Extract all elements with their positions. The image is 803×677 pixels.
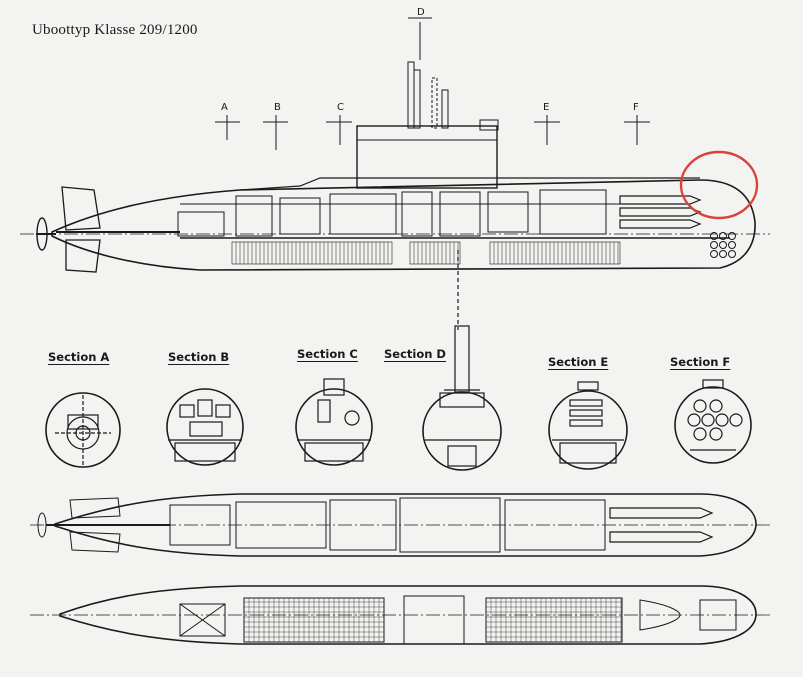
cut-marker-f: F [633, 102, 639, 113]
section-a-label: Section A [48, 350, 110, 364]
section-c-label: Section C [297, 347, 358, 361]
cut-marker-b: B [274, 102, 281, 113]
section-e-drawing [548, 381, 628, 470]
cut-marker-d: D [417, 7, 425, 18]
section-b-label: Section B [168, 350, 230, 364]
section-b-drawing [166, 388, 244, 466]
highlight-circle [679, 150, 759, 220]
cut-marker-c: C [337, 102, 344, 113]
section-f-drawing [674, 379, 752, 464]
section-e-label: Section E [548, 355, 609, 369]
section-c-drawing [295, 378, 373, 466]
section-f-label: Section F [670, 355, 731, 369]
side-view [20, 17, 770, 330]
plan-view-lower [30, 585, 770, 645]
drawing-title: Uboottyp Klasse 209/1200 [32, 22, 198, 38]
section-a-drawing [45, 392, 121, 468]
section-d-label: Section D [384, 347, 446, 361]
section-d-drawing [422, 325, 502, 471]
cut-marker-a: A [221, 102, 228, 113]
plan-view-upper [30, 493, 770, 557]
cut-marker-e: E [543, 102, 550, 113]
